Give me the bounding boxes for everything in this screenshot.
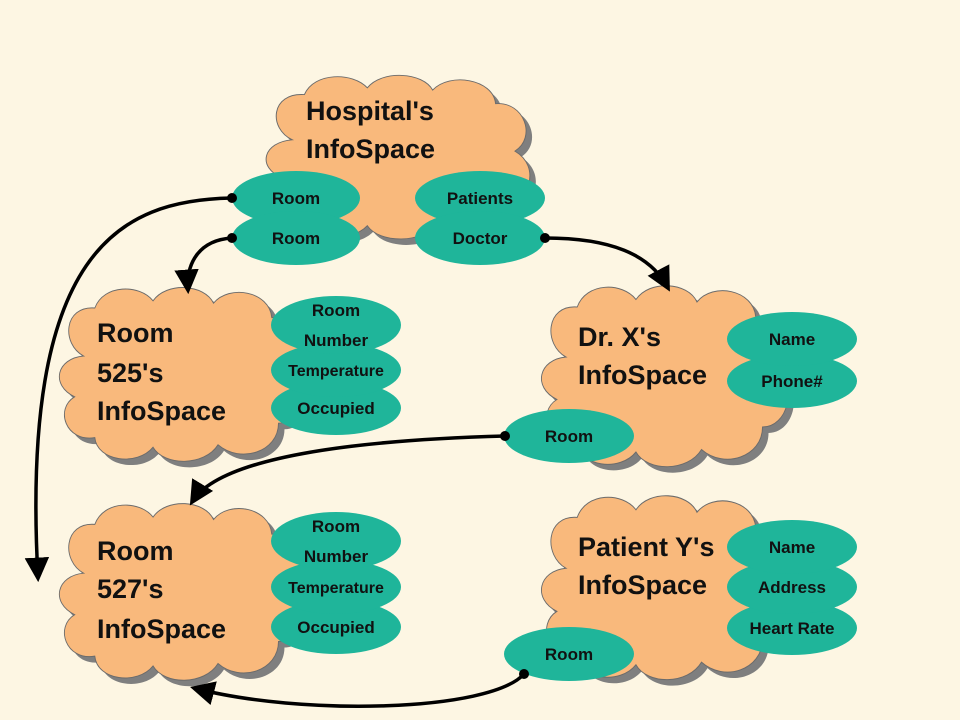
room525-occupied-oval[interactable]	[271, 381, 401, 435]
hospital-patients-label: Patients	[447, 189, 513, 208]
room525-title-line1: Room	[97, 318, 174, 348]
hospital-doctor-oval[interactable]	[415, 211, 545, 265]
room525-number-label-2: Number	[304, 331, 369, 350]
connector-hospital-doctor-to-drx	[544, 236, 670, 292]
room527-number-label-1: Room	[312, 517, 360, 536]
drx-title-line1: Dr. X's	[578, 322, 661, 352]
hospital-title-line2: InfoSpace	[306, 134, 435, 164]
connector-patienty-room-to-room527	[190, 672, 526, 708]
patienty-heartrate-oval[interactable]	[727, 601, 857, 655]
patienty-title-line2: InfoSpace	[578, 570, 707, 600]
patienty-name-oval[interactable]	[727, 520, 857, 574]
connector-drx-room-to-room527	[189, 434, 506, 506]
connectors	[24, 196, 670, 708]
hospital-doctor-label: Doctor	[453, 229, 508, 248]
drx-name-label: Name	[769, 330, 815, 349]
room525-title-line2: 525's	[97, 358, 164, 388]
hospital-title-line1: Hospital's	[306, 96, 434, 126]
room527-temperature-oval[interactable]	[271, 560, 401, 614]
room525-temperature-label: Temperature	[288, 363, 384, 380]
patienty-title-line1: Patient Y's	[578, 532, 714, 562]
room527-title-line3: InfoSpace	[97, 614, 226, 644]
room527-number-oval[interactable]	[271, 512, 401, 570]
patienty-heartrate-label: Heart Rate	[749, 619, 834, 638]
room525-title-line3: InfoSpace	[97, 396, 226, 426]
room527-occupied-oval[interactable]	[271, 600, 401, 654]
hospital-room-label-2: Room	[272, 229, 320, 248]
hospital-room-label-1: Room	[272, 189, 320, 208]
drx-room-label: Room	[545, 427, 593, 446]
patienty-address-label: Address	[758, 578, 826, 597]
room527-temperature-label: Temperature	[288, 580, 384, 597]
dot-hospital-doctor	[540, 233, 550, 243]
room527-title-line1: Room	[97, 536, 174, 566]
connector-hospital-room-to-room525	[174, 236, 233, 295]
room525-temperature-oval[interactable]	[271, 343, 401, 397]
room525-occupied-label: Occupied	[297, 399, 374, 418]
room525-number-oval[interactable]	[271, 296, 401, 354]
room527-occupied-label: Occupied	[297, 618, 374, 637]
hospital-room-oval-2[interactable]	[232, 211, 360, 265]
drx-room-oval[interactable]	[504, 409, 634, 463]
patienty-room-label: Room	[545, 645, 593, 664]
patienty-room-oval[interactable]	[504, 627, 634, 681]
patienty-address-oval[interactable]	[727, 560, 857, 614]
dot-hospital-room-2	[227, 233, 237, 243]
dot-patienty-room	[519, 669, 529, 679]
room527-number-label-2: Number	[304, 547, 369, 566]
patienty-name-label: Name	[769, 538, 815, 557]
drx-name-oval[interactable]	[727, 312, 857, 366]
drx-phone-oval[interactable]	[727, 354, 857, 408]
hospital-patients-oval[interactable]	[415, 171, 545, 225]
connector-hospital-room-to-room527	[24, 196, 233, 583]
room525-number-label-1: Room	[312, 301, 360, 320]
hospital-room-oval-1[interactable]	[232, 171, 360, 225]
dot-drx-room	[500, 431, 510, 441]
dot-hospital-room-1	[227, 193, 237, 203]
drx-phone-label: Phone#	[761, 372, 823, 391]
connector-dots	[227, 193, 550, 679]
room527-title-line2: 527's	[97, 574, 164, 604]
drx-title-line2: InfoSpace	[578, 360, 707, 390]
